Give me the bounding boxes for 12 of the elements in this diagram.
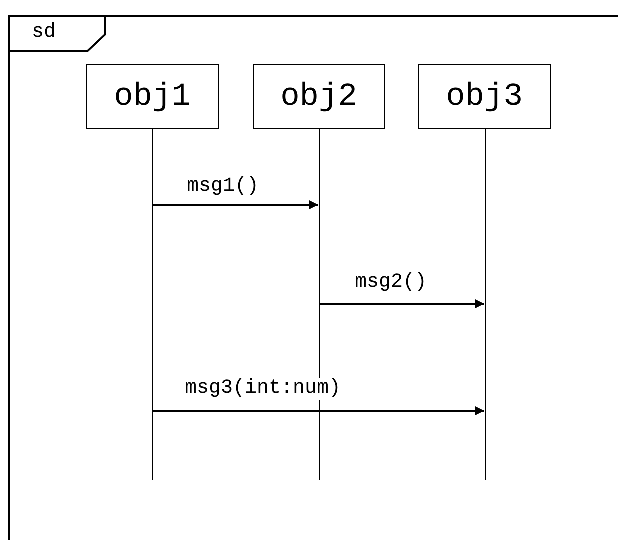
- object-name: obj1: [114, 78, 191, 115]
- object-box: [418, 64, 551, 129]
- message-arrow: [152, 406, 484, 416]
- object-name: obj3: [446, 78, 523, 115]
- message-arrow: [320, 300, 484, 308]
- message-arrow: [152, 200, 318, 210]
- frame-label: sd: [32, 21, 56, 44]
- object-box: [253, 64, 385, 129]
- lifeline: [484, 129, 486, 480]
- lifeline: [318, 129, 320, 480]
- object-box: [86, 64, 219, 129]
- object-name: obj2: [280, 78, 358, 115]
